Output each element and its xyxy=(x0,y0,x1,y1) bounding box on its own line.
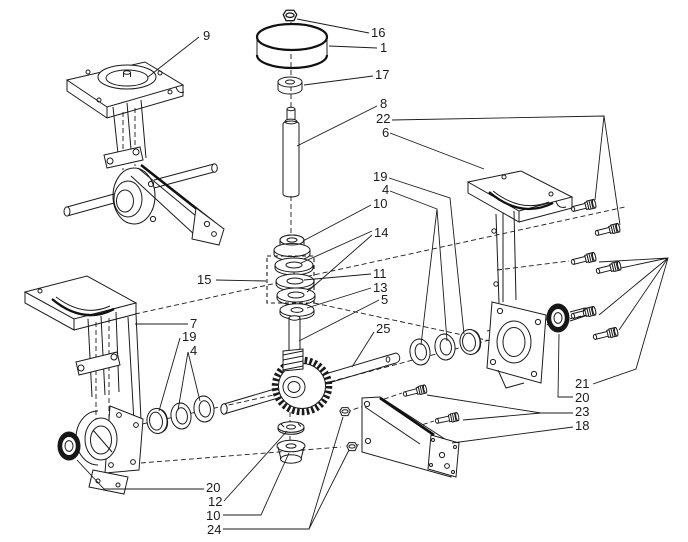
callout-17: 17 xyxy=(375,67,390,82)
washer-14-bottom xyxy=(276,287,316,306)
shaft-8 xyxy=(282,106,300,198)
callout-10-upper: 10 xyxy=(373,196,388,211)
callout-9: 9 xyxy=(203,28,211,43)
washer-4-left-a xyxy=(168,401,194,431)
callout-5: 5 xyxy=(381,292,389,307)
callout-6: 6 xyxy=(382,125,390,140)
callout-20-right: 20 xyxy=(575,390,590,405)
bolt-22-a xyxy=(569,198,598,215)
callout-18: 18 xyxy=(575,418,590,433)
hex-nut-16 xyxy=(282,9,298,22)
callout-24: 24 xyxy=(207,522,222,537)
seal-20-left xyxy=(57,431,81,461)
flanged-bushing-10-lower xyxy=(276,439,306,464)
pulley-1 xyxy=(255,22,329,70)
bracket-housing-lower-left xyxy=(23,275,144,495)
seal-20-right xyxy=(546,303,570,333)
hex-nut-24-b xyxy=(346,442,358,452)
callout-1: 1 xyxy=(380,40,388,55)
callout-15: 15 xyxy=(197,272,212,287)
washer-4-right-b xyxy=(432,332,458,362)
callout-12: 12 xyxy=(208,494,223,509)
callout-20-left: 20 xyxy=(206,480,221,495)
bolt-23-a xyxy=(402,384,428,399)
hex-nut-24-a xyxy=(339,407,351,417)
bushing-19-right xyxy=(457,327,483,357)
callout-14: 14 xyxy=(374,225,389,240)
idler-arm-18 xyxy=(339,384,460,478)
callout-13: 13 xyxy=(373,280,388,295)
bolt-22-b xyxy=(593,222,622,239)
pulley-on-plate xyxy=(97,64,157,90)
callout-25: 25 xyxy=(376,321,391,336)
washer-4-left-b xyxy=(191,394,217,424)
bolt-21-d xyxy=(591,326,620,343)
callout-21: 21 xyxy=(575,376,590,391)
callout-19-right: 19 xyxy=(373,169,388,184)
washer-4-right-a xyxy=(407,337,433,367)
bolt-21-b xyxy=(594,260,623,277)
top-pulley-stack xyxy=(255,9,329,198)
callout-11: 11 xyxy=(373,266,387,281)
bracket-housing-right xyxy=(466,170,623,389)
gearbox-assembly-upper-left xyxy=(63,61,225,246)
callout-8: 8 xyxy=(380,96,388,111)
washer-12 xyxy=(277,421,305,435)
callout-10-lower: 10 xyxy=(206,508,221,523)
flanged-bushing-10-upper xyxy=(273,234,311,261)
callout-7: 7 xyxy=(190,316,198,331)
washer-17 xyxy=(277,76,303,95)
bolt-21-a xyxy=(569,251,598,268)
callout-23: 23 xyxy=(575,404,590,419)
callout-4-left: 4 xyxy=(190,343,198,358)
bushing-19-left xyxy=(144,406,170,436)
callout-4-right: 4 xyxy=(382,182,390,197)
gear-housing-left-top xyxy=(63,163,218,225)
callout-22: 22 xyxy=(376,111,391,126)
bolt-23-b xyxy=(434,411,460,426)
middle-washer-stack xyxy=(266,234,316,320)
callout-16: 16 xyxy=(371,25,386,40)
callout-19-left: 19 xyxy=(182,329,197,344)
worm-pinion-shaft-5 xyxy=(282,315,304,372)
callout-leader-lines xyxy=(76,18,669,530)
control-arm-left-top xyxy=(130,163,225,246)
